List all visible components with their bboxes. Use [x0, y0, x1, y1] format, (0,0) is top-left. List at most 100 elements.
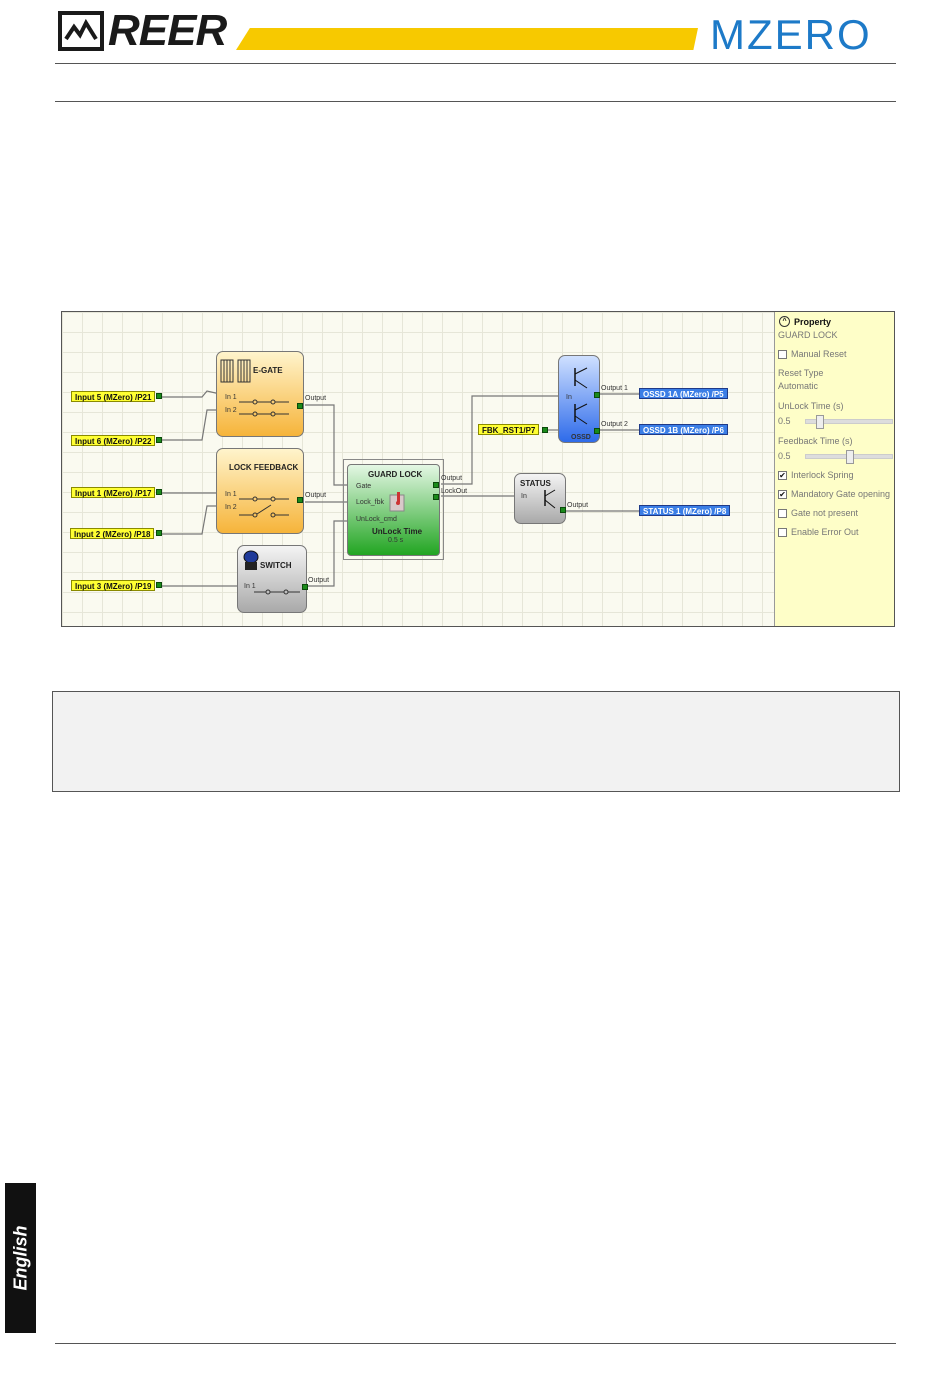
reset-type-value[interactable]: Automatic [778, 381, 819, 391]
guard-lock-lockout-port[interactable] [433, 494, 439, 500]
input-tag-in2[interactable]: Input 2 (MZero) /P18 [70, 528, 155, 539]
gate-not-present-box[interactable] [778, 508, 787, 518]
header-rule-bottom [55, 101, 896, 102]
property-header[interactable]: ^ Property [779, 316, 831, 327]
guard-lock-output-port[interactable] [433, 482, 439, 488]
enable-error-out-box[interactable] [778, 527, 787, 537]
ossd-block[interactable]: In OSSD [558, 355, 600, 443]
interlock-spring-box[interactable]: ✔ [778, 470, 787, 480]
ossd-output1-label: Output 1 [601, 385, 628, 392]
unlock-time-slider[interactable] [805, 415, 893, 429]
status-in-label: In [521, 493, 527, 500]
manual-reset-label: Manual Reset [791, 349, 847, 359]
unlock-time-label: UnLock Time (s) [778, 401, 844, 411]
ossd-output2-label: Output 2 [601, 421, 628, 428]
switch-title: SWITCH [260, 561, 292, 570]
manual-reset-checkbox[interactable]: Manual Reset [778, 349, 847, 359]
input-port-fbk[interactable] [542, 427, 548, 433]
ossd-output1-port[interactable] [594, 392, 600, 398]
property-block-name: GUARD LOCK [778, 330, 838, 340]
input-port-in6[interactable] [156, 437, 162, 443]
status-title: STATUS [520, 479, 551, 488]
push-button-icon [243, 550, 259, 570]
feedback-time-slider-thumb[interactable] [846, 450, 854, 464]
header-rule-top [55, 63, 896, 64]
collapse-icon[interactable]: ^ [779, 316, 790, 327]
status-block[interactable]: STATUS In [514, 473, 566, 524]
feedback-time-label: Feedback Time (s) [778, 436, 853, 446]
mandatory-gate-label: Mandatory Gate opening [791, 489, 891, 499]
egate-output-port[interactable] [297, 403, 303, 409]
input-tag-fbk[interactable]: FBK_RST1/P7 [478, 424, 540, 435]
egate-contacts-icon [239, 399, 289, 417]
guard-lock-device-icon [389, 492, 405, 512]
unlock-time-value[interactable]: 0.5 [778, 416, 791, 426]
input-port-in1[interactable] [156, 489, 162, 495]
egate-in1-label: In 1 [225, 394, 237, 401]
guard-lock-output-label: Output [441, 475, 463, 482]
reset-type-label: Reset Type [778, 368, 824, 378]
gate-not-present-checkbox[interactable]: Gate not present [778, 508, 858, 518]
lock-feedback-contacts-icon [239, 496, 289, 518]
guard-lock-lockout-label: LockOut [441, 488, 468, 495]
switch-block[interactable]: SWITCH In 1 [237, 545, 308, 613]
feedback-time-slider[interactable] [805, 450, 893, 464]
header-yellow-bar [236, 28, 698, 50]
language-tab-label: English [10, 1225, 30, 1291]
status-output-port[interactable] [560, 507, 566, 513]
switch-output-label: Output [308, 577, 330, 584]
switch-contact-icon [254, 589, 300, 595]
brand-left: REER [108, 6, 227, 55]
input-port-in2[interactable] [156, 530, 162, 536]
guard-lock-selection-frame [343, 459, 444, 560]
ossd-output2-port[interactable] [594, 428, 600, 434]
property-title: Property [794, 316, 832, 327]
output-tag-ossd1a[interactable]: OSSD 1A (MZero) /P5 [639, 388, 728, 399]
lock-feedback-block[interactable]: LOCK FEEDBACK In 1 In 2 [216, 448, 304, 534]
guard-lock-unlock-label: UnLock_cmd [356, 516, 397, 523]
guard-lock-timer-label: UnLock Time [372, 527, 423, 536]
guard-lock-timer-value: 0.5 s [388, 537, 404, 544]
switch-output-port[interactable] [302, 584, 308, 590]
enable-error-out-label: Enable Error Out [791, 527, 859, 537]
egate-title: E-GATE [253, 366, 283, 375]
ossd-title: OSSD [571, 434, 591, 441]
egate-block[interactable]: E-GATE In 1 In 2 [216, 351, 304, 437]
output-tag-ossd1b[interactable]: OSSD 1B (MZero) /P6 [639, 424, 728, 435]
input-tag-in5[interactable]: Input 5 (MZero) /P21 [71, 391, 156, 402]
footer-rule [55, 1343, 896, 1344]
mandatory-gate-checkbox[interactable]: ✔ Mandatory Gate opening [778, 489, 890, 499]
interlock-spring-checkbox[interactable]: ✔ Interlock Spring [778, 470, 854, 480]
enable-error-out-checkbox[interactable]: Enable Error Out [778, 527, 859, 537]
lock-feedback-in1-label: In 1 [225, 491, 237, 498]
guard-lock-title: GUARD LOCK [368, 470, 423, 479]
status-transistor-icon [544, 489, 556, 509]
input-tag-in3[interactable]: Input 3 (MZero) /P19 [71, 580, 156, 591]
interlock-spring-label: Interlock Spring [791, 470, 854, 480]
diagram-canvas[interactable]: Input 5 (MZero) /P21 Input 6 (MZero) /P2… [61, 311, 895, 627]
input-port-in3[interactable] [156, 582, 162, 588]
ossd-in-label: In [566, 394, 572, 401]
status-output-label: Output [567, 502, 589, 509]
feedback-time-value[interactable]: 0.5 [778, 451, 791, 461]
lock-feedback-output-port[interactable] [297, 497, 303, 503]
guard-lock-block[interactable]: GUARD LOCK Gate Lock_fbk UnLock_cmd UnLo… [347, 464, 440, 556]
mandatory-gate-box[interactable]: ✔ [778, 489, 787, 499]
lock-feedback-title: LOCK FEEDBACK [229, 463, 299, 472]
egate-output-label: Output [305, 395, 327, 402]
gate-not-present-label: Gate not present [791, 508, 859, 518]
lock-feedback-output-label: Output [305, 492, 327, 499]
language-tab: English [5, 1183, 36, 1333]
input-port-in5[interactable] [156, 393, 162, 399]
unlock-time-slider-thumb[interactable] [815, 415, 824, 429]
input-tag-in6[interactable]: Input 6 (MZero) /P22 [71, 435, 156, 446]
transistor-icon [574, 367, 588, 425]
manual-reset-box[interactable] [778, 349, 787, 359]
input-tag-in1[interactable]: Input 1 (MZero) /P17 [71, 487, 156, 498]
guard-lock-lockfbk-label: Lock_fbk [356, 499, 385, 506]
reer-logo: REER [58, 6, 227, 55]
gate-icon [220, 359, 251, 383]
lock-feedback-in2-label: In 2 [225, 504, 237, 511]
brand-right: MZERO [710, 11, 872, 58]
output-tag-status1[interactable]: STATUS 1 (MZero) /P8 [639, 505, 731, 516]
